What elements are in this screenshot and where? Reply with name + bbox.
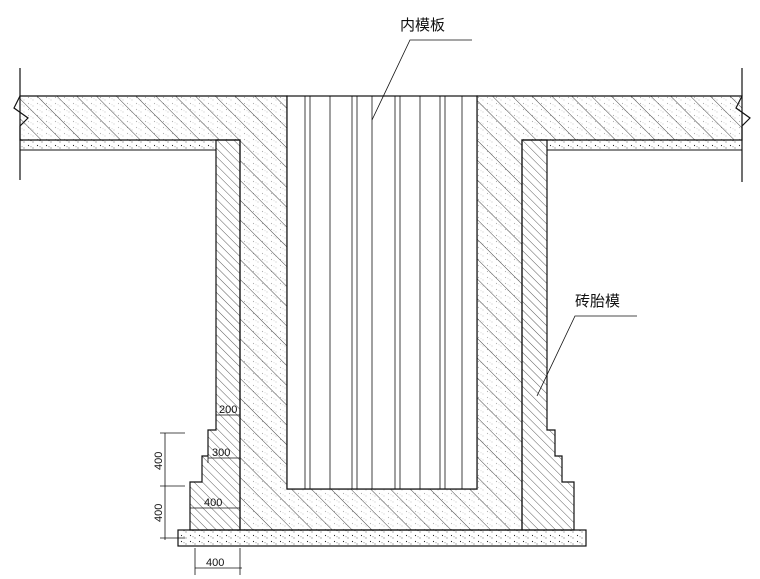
bottom-cushion-layer	[177, 529, 587, 547]
cushion-layer-left	[19, 139, 217, 151]
dim-step-200: 200	[219, 404, 237, 416]
dim-height-lower: 400	[153, 504, 165, 522]
brick-formwork-callout: 砖胎模	[536, 292, 637, 397]
inner-formwork-boards	[286, 95, 478, 490]
dim-height-upper: 400	[153, 452, 165, 470]
concrete-speckle	[20, 96, 742, 530]
cushion-layer-right	[546, 139, 743, 151]
brick-formwork-left	[189, 139, 241, 531]
height-dimensions: 400 400	[153, 432, 185, 540]
dim-base-width: 400	[206, 557, 224, 569]
inner-formwork-callout: 内模板	[371, 16, 472, 121]
inner-formwork-label: 内模板	[400, 16, 445, 34]
base-width-dimension: 400	[194, 548, 242, 575]
step-dimensions: 200 300 400	[189, 404, 240, 513]
dim-step-400: 400	[204, 497, 222, 509]
dim-step-300: 300	[212, 447, 230, 459]
brick-formwork-label: 砖胎模	[575, 292, 620, 310]
